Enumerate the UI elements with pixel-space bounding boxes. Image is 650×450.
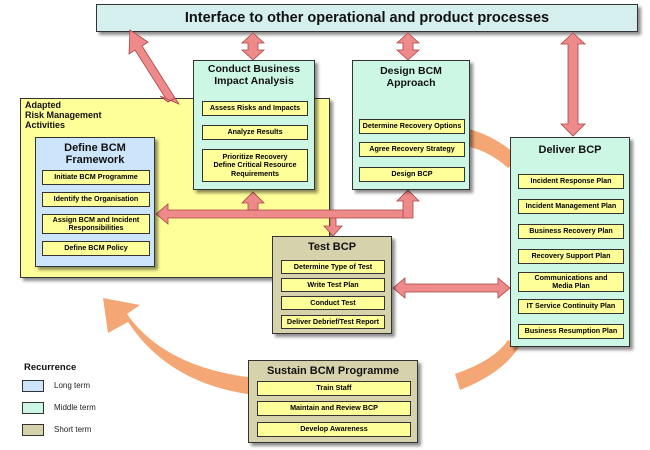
arrow-define-link bbox=[155, 203, 409, 225]
cycle-arrow-bottom-left bbox=[103, 298, 255, 395]
conduct-bia-panel: Conduct Business Impact Analysis Assess … bbox=[193, 60, 315, 190]
design-item-agree: Agree Recovery Strategy bbox=[359, 142, 465, 157]
test-item-conduct: Conduct Test bbox=[281, 296, 385, 310]
conduct-item-assess: Assess Risks and Impacts bbox=[202, 101, 308, 116]
define-item-initiate: Initiate BCM Programme bbox=[42, 170, 150, 185]
deliver-bcp-title: Deliver BCP bbox=[538, 144, 602, 156]
legend: Recurrence Long term Middle term Short t… bbox=[20, 362, 140, 442]
define-bcm-panel: Define BCM Framework Initiate BCM Progra… bbox=[35, 137, 155, 267]
cycle-arrow-top-right bbox=[465, 128, 520, 168]
deliver-item-business-recovery: Business Recovery Plan bbox=[518, 224, 624, 239]
conduct-item-prioritize: Prioritize Recovery Define Critical Reso… bbox=[202, 149, 308, 182]
arrow-to-test bbox=[323, 217, 343, 237]
arrow-interface-define-head bbox=[159, 95, 181, 105]
legend-swatch-short bbox=[22, 424, 44, 436]
sustain-bcm-title: Sustain BCM Programme bbox=[266, 365, 400, 377]
arrow-interface-define bbox=[128, 29, 176, 103]
arrow-interface-deliver bbox=[559, 32, 587, 137]
arrow-test-deliver bbox=[392, 277, 511, 299]
legend-swatch-long bbox=[22, 380, 44, 392]
arrow-interface-design bbox=[395, 32, 421, 61]
legend-label-long: Long term bbox=[54, 381, 91, 390]
interface-bar: Interface to other operational and produ… bbox=[96, 4, 638, 32]
interface-label: Interface to other operational and produ… bbox=[184, 10, 550, 26]
arrow-conduct-down bbox=[241, 191, 265, 211]
legend-label-short: Short term bbox=[54, 425, 92, 434]
test-item-determine: Determine Type of Test bbox=[281, 260, 385, 274]
test-bcp-title: Test BCP bbox=[307, 241, 357, 253]
design-item-design: Design BCP bbox=[359, 167, 465, 182]
legend-label-middle: Middle term bbox=[54, 403, 96, 412]
deliver-item-communications: Communications and Media Plan bbox=[518, 272, 624, 292]
deliver-item-incident-management: Incident Management Plan bbox=[518, 199, 624, 214]
define-item-assign: Assign BCM and Incident Responsibilities bbox=[42, 214, 150, 234]
conduct-bia-title: Conduct Business Impact Analysis bbox=[207, 63, 301, 87]
arrow-interface-conduct bbox=[240, 32, 266, 61]
test-bcp-panel: Test BCP Determine Type of Test Write Te… bbox=[272, 236, 392, 334]
deliver-item-business-resumption: Business Resumption Plan bbox=[518, 324, 624, 339]
sustain-item-awareness: Develop Awareness bbox=[257, 422, 411, 437]
sustain-item-train: Train Staff bbox=[257, 381, 411, 396]
arrow-design-down bbox=[396, 189, 420, 219]
deliver-item-incident-response: Incident Response Plan bbox=[518, 174, 624, 189]
deliver-item-it-continuity: IT Service Continuity Plan bbox=[518, 299, 624, 314]
deliver-bcp-panel: Deliver BCP Incident Response Plan Incid… bbox=[510, 137, 630, 347]
design-item-options: Determine Recovery Options bbox=[359, 119, 465, 134]
define-item-policy: Define BCM Policy bbox=[42, 241, 150, 256]
test-item-debrief: Deliver Debrief/Test Report bbox=[281, 315, 385, 329]
define-item-identify: Identify the Organisation bbox=[42, 192, 150, 207]
legend-swatch-middle bbox=[22, 402, 44, 414]
sustain-bcm-panel: Sustain BCM Programme Train Staff Mainta… bbox=[248, 360, 418, 443]
design-bcm-panel: Design BCM Approach Determine Recovery O… bbox=[352, 60, 470, 190]
sustain-item-maintain: Maintain and Review BCP bbox=[257, 401, 411, 416]
conduct-item-analyze: Analyze Results bbox=[202, 125, 308, 140]
legend-title: Recurrence bbox=[24, 362, 77, 373]
design-bcm-title: Design BCM Approach bbox=[380, 65, 442, 89]
cycle-arrow-right bbox=[455, 340, 520, 390]
deliver-item-recovery-support: Recovery Support Plan bbox=[518, 249, 624, 264]
test-item-write: Write Test Plan bbox=[281, 278, 385, 292]
adapted-risk-label: Adapted Risk Management Activities bbox=[25, 100, 102, 130]
define-bcm-title: Define BCM Framework bbox=[64, 142, 126, 167]
